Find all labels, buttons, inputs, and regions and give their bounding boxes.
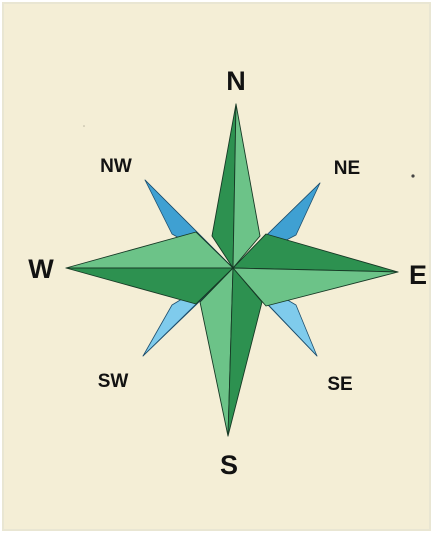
label-southwest: SW	[98, 371, 129, 392]
print-speck	[83, 125, 85, 127]
label-west: W	[28, 254, 54, 284]
label-northeast: NE	[334, 158, 360, 179]
label-southeast: SE	[327, 374, 352, 395]
label-east: E	[409, 260, 427, 290]
label-south: S	[220, 450, 238, 480]
print-speck	[411, 174, 414, 177]
label-northwest: NW	[100, 156, 132, 177]
label-north: N	[226, 66, 246, 96]
